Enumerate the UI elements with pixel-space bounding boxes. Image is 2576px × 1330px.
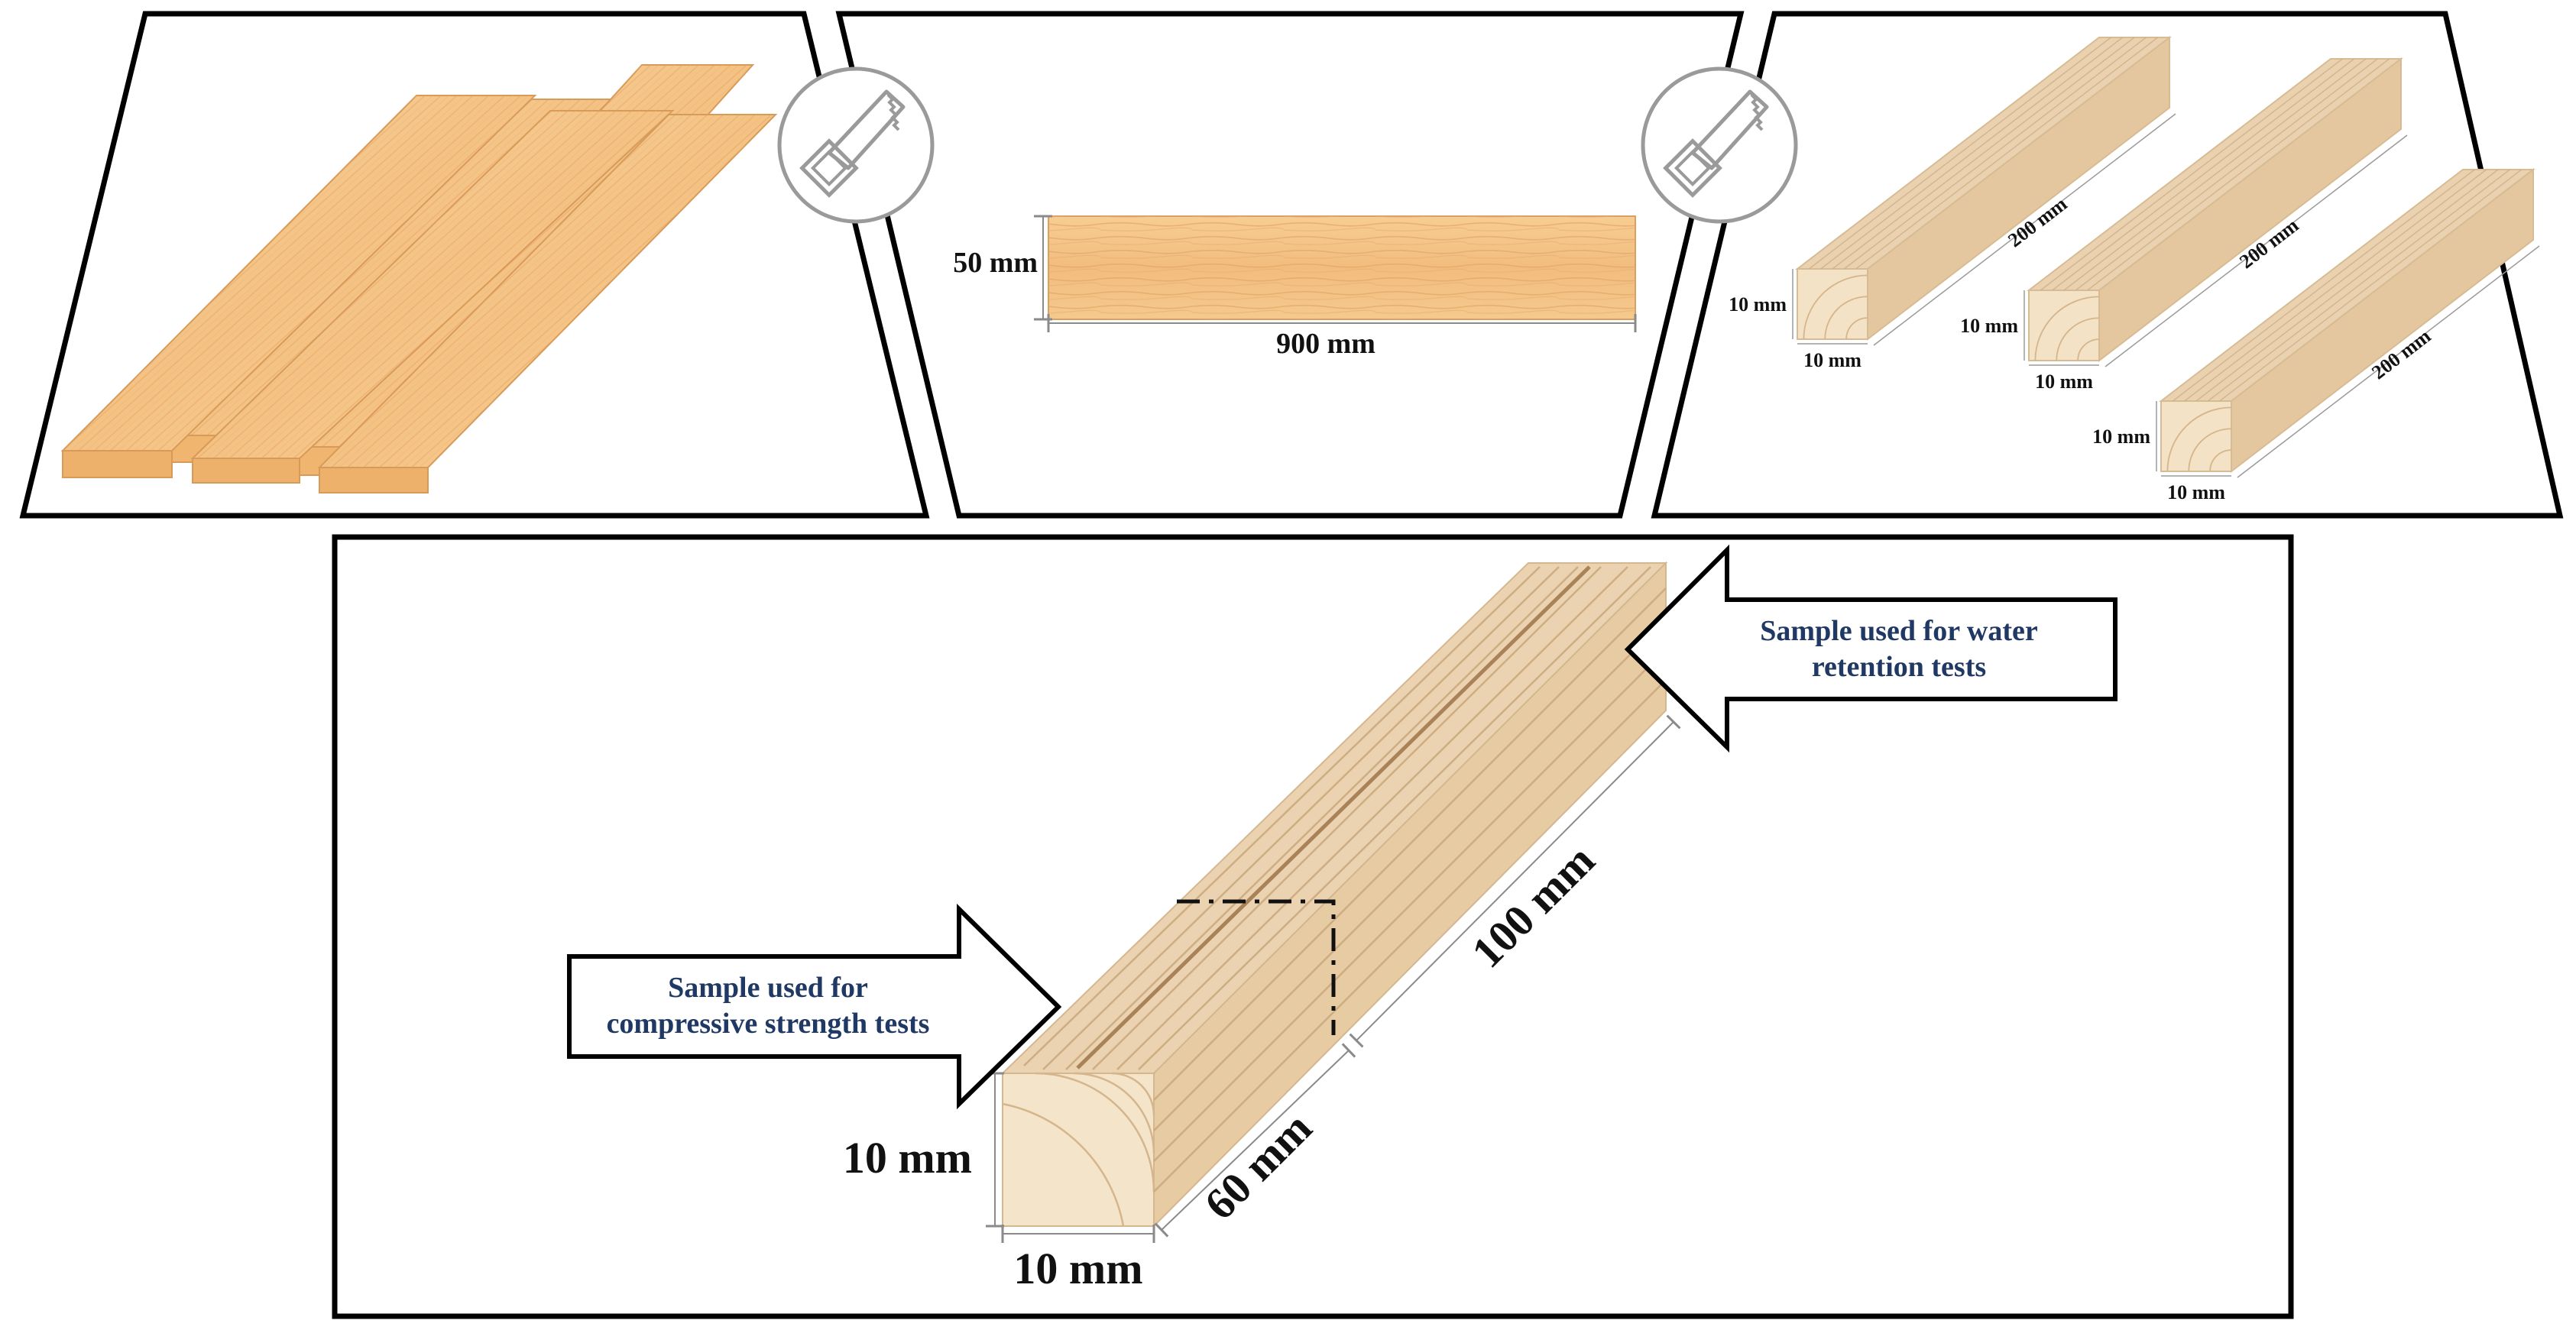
end-grain-ring bbox=[2188, 428, 2232, 472]
grain-line bbox=[1808, 37, 2111, 270]
length-100-dimension-line bbox=[1349, 714, 1681, 1048]
stick-width-label: 10 mm bbox=[2035, 371, 2093, 393]
width-label: 10 mm bbox=[1013, 1244, 1142, 1293]
grain-line bbox=[2052, 58, 2355, 291]
end-grain-ring bbox=[1803, 274, 1868, 340]
stick-end-face bbox=[1002, 1073, 1155, 1227]
end-grain-ring bbox=[1824, 296, 1868, 340]
grain-line bbox=[1855, 37, 2159, 270]
end-grain-ring bbox=[2209, 449, 2232, 472]
beam-panel: 50 mm 900 mm bbox=[835, 11, 1745, 519]
end-grain-ring bbox=[2034, 296, 2100, 361]
water-retention-arrow: Sample used for water retention tests bbox=[1624, 544, 2118, 753]
length-60-dimension-line bbox=[1154, 1043, 1356, 1238]
stick-end-face bbox=[2160, 400, 2232, 472]
cut-line bbox=[1177, 899, 1336, 1035]
grain-line bbox=[2075, 58, 2378, 291]
grain-line bbox=[2063, 58, 2367, 291]
compress-arrow-line-2: compressive strength tests bbox=[607, 1008, 930, 1040]
grain-line bbox=[2040, 58, 2343, 291]
stick-length-dimension-line bbox=[2105, 134, 2408, 367]
stacked-planks-illustration bbox=[60, 64, 778, 493]
grain-line bbox=[2184, 169, 2487, 402]
grain-line bbox=[2087, 58, 2390, 291]
grain-line bbox=[2172, 169, 2475, 402]
sample-detail-panel: 10 mm 10 mm 60 mm 100 mm Sample used for… bbox=[332, 534, 2294, 1319]
water-arrow-line-1: Sample used for water bbox=[1760, 615, 2038, 647]
grain-line bbox=[2195, 169, 2499, 402]
end-grain-ring bbox=[2166, 406, 2232, 472]
compress-arrow-line-1: Sample used for bbox=[668, 972, 868, 1004]
stick-height-label: 10 mm bbox=[1960, 315, 2018, 337]
end-grain-ring bbox=[2056, 317, 2100, 361]
stick-end-face bbox=[1797, 268, 1868, 340]
saw-icon bbox=[777, 66, 935, 224]
compressive-strength-arrow: Sample used for compressive strength tes… bbox=[567, 903, 1062, 1110]
beam-length-label: 900 mm bbox=[1276, 328, 1375, 360]
stick-height-label: 10 mm bbox=[1729, 293, 1787, 316]
planks-panel bbox=[19, 11, 930, 519]
stick-height-label: 10 mm bbox=[2092, 426, 2150, 448]
stick-end-face bbox=[2028, 290, 2100, 361]
wooden-beam bbox=[1048, 215, 1636, 320]
stick-width-label: 10 mm bbox=[2167, 481, 2225, 503]
grain-line bbox=[1843, 37, 2147, 270]
height-label: 10 mm bbox=[843, 1133, 972, 1183]
grain-line bbox=[2219, 169, 2523, 402]
end-grain-ring bbox=[1845, 317, 1868, 340]
stick-length-dimension-line bbox=[2237, 245, 2540, 478]
beam-height-label: 50 mm bbox=[953, 247, 1038, 279]
grain-line bbox=[1832, 37, 2135, 270]
water-arrow-line-2: retention tests bbox=[1812, 651, 1986, 683]
grain-line bbox=[2207, 169, 2510, 402]
saw-icon bbox=[1641, 66, 1798, 224]
stick-length-dimension-line bbox=[1873, 113, 2176, 346]
end-grain-ring bbox=[2077, 338, 2100, 361]
stick-width-label: 10 mm bbox=[1803, 349, 1862, 371]
grain-line bbox=[1820, 37, 2124, 270]
